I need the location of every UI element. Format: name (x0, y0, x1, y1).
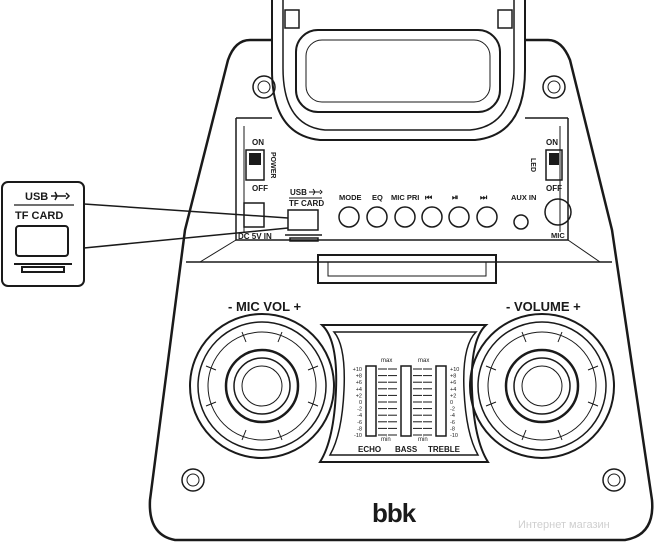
slider-graduations (378, 368, 432, 436)
panel-tf-label: TF CARD (289, 199, 324, 208)
power-on-label: ON (252, 138, 264, 147)
mic-jack[interactable] (544, 198, 572, 226)
mode-button[interactable] (338, 206, 360, 228)
eq-scale-tick: -4 (357, 413, 362, 419)
led-on-label: ON (546, 138, 558, 147)
mic-pri-button[interactable] (394, 206, 416, 228)
eq-scale-tick: -2 (450, 407, 455, 413)
bass-min-label: min (418, 437, 428, 443)
volume-label: - VOLUME + (506, 299, 581, 314)
aux-label: AUX IN (511, 193, 536, 202)
eq-scale-tick: -8 (450, 426, 455, 432)
eq-button[interactable] (366, 206, 388, 228)
echo-min-label: min (381, 437, 391, 443)
bass-slider[interactable] (400, 365, 412, 437)
eq-scale-tick: -10 (354, 433, 362, 439)
echo-slider[interactable] (365, 365, 377, 437)
bass-label: BASS (395, 445, 418, 454)
prev-button[interactable] (421, 206, 443, 228)
echo-max-label: max (381, 358, 392, 364)
eq-label: EQ (372, 193, 383, 202)
volume-knob[interactable] (469, 313, 615, 459)
eq-scale-tick: -2 (357, 407, 362, 413)
callout-tf-label: TF CARD (15, 210, 63, 222)
usb-symbol-icon (309, 188, 323, 196)
eq-scale-tick: -10 (450, 433, 458, 439)
corner-screws (181, 75, 626, 492)
next-button[interactable] (476, 206, 498, 228)
eq-scale-tick: +8 (450, 374, 456, 380)
eq-scale-tick: +4 (450, 387, 456, 393)
eq-scale-tick: +6 (450, 380, 456, 386)
speaker-body (148, 38, 654, 542)
power-title: POWER (269, 152, 276, 178)
led-off-label: OFF (546, 184, 562, 193)
eq-scale-tick: 0 (450, 400, 453, 406)
bass-max-label: max (418, 358, 429, 364)
brand-logo: bbk (372, 498, 417, 528)
eq-scale-tick: +2 (450, 393, 456, 399)
mic-pri-label: MIC PRI (391, 193, 419, 202)
prev-icon: ⏮ (425, 193, 432, 202)
eq-scale-tick: +6 (356, 380, 362, 386)
power-switch[interactable] (245, 149, 265, 181)
callout-leader (83, 203, 289, 249)
power-off-label: OFF (252, 184, 268, 193)
eq-scale-left: +10+8+6+4+20-2-4-6-8-10 (353, 367, 362, 439)
mic-vol-knob[interactable] (189, 313, 335, 459)
eq-scale-tick: +10 (353, 367, 362, 373)
aux-jack[interactable] (513, 214, 529, 230)
usb-port[interactable] (287, 209, 319, 231)
mic-vol-label: - MIC VOL + (228, 299, 301, 314)
next-icon: ⏭ (480, 193, 488, 202)
eq-scale-tick: -8 (357, 426, 362, 432)
callout-usb-label: USB (25, 191, 48, 203)
eq-panel (318, 324, 490, 463)
led-title: LED (529, 158, 536, 172)
led-switch[interactable] (545, 149, 563, 181)
panel-usb-label: USB (290, 188, 307, 197)
tf-card-slot[interactable] (285, 234, 322, 242)
eq-scale-tick: -6 (357, 420, 362, 426)
eq-scale-tick: -6 (450, 420, 455, 426)
eq-scale-tick: +10 (450, 367, 459, 373)
echo-label: ECHO (358, 445, 381, 454)
callout-usb-icon (51, 191, 71, 201)
eq-scale-tick: +4 (356, 387, 362, 393)
eq-scale-right: +10+8+6+4+20-2-4-6-8-10 (450, 367, 459, 439)
play-pause-button[interactable] (448, 206, 470, 228)
watermark: Интернет магазин (518, 519, 610, 531)
dc-label: DC 5V IN (238, 232, 272, 241)
carry-handle (271, 0, 526, 141)
treble-label: TREBLE (428, 445, 461, 454)
mode-label: MODE (339, 193, 362, 202)
mic-label: MIC (551, 231, 565, 240)
eq-scale-tick: +2 (356, 393, 362, 399)
usb-tf-callout (1, 181, 85, 287)
play-pause-icon: ⏯ (452, 193, 458, 202)
eq-scale-tick: -4 (450, 413, 455, 419)
treble-slider[interactable] (435, 365, 447, 437)
display-window (317, 254, 497, 284)
eq-scale-tick: 0 (359, 400, 362, 406)
eq-scale-tick: +8 (356, 374, 362, 380)
